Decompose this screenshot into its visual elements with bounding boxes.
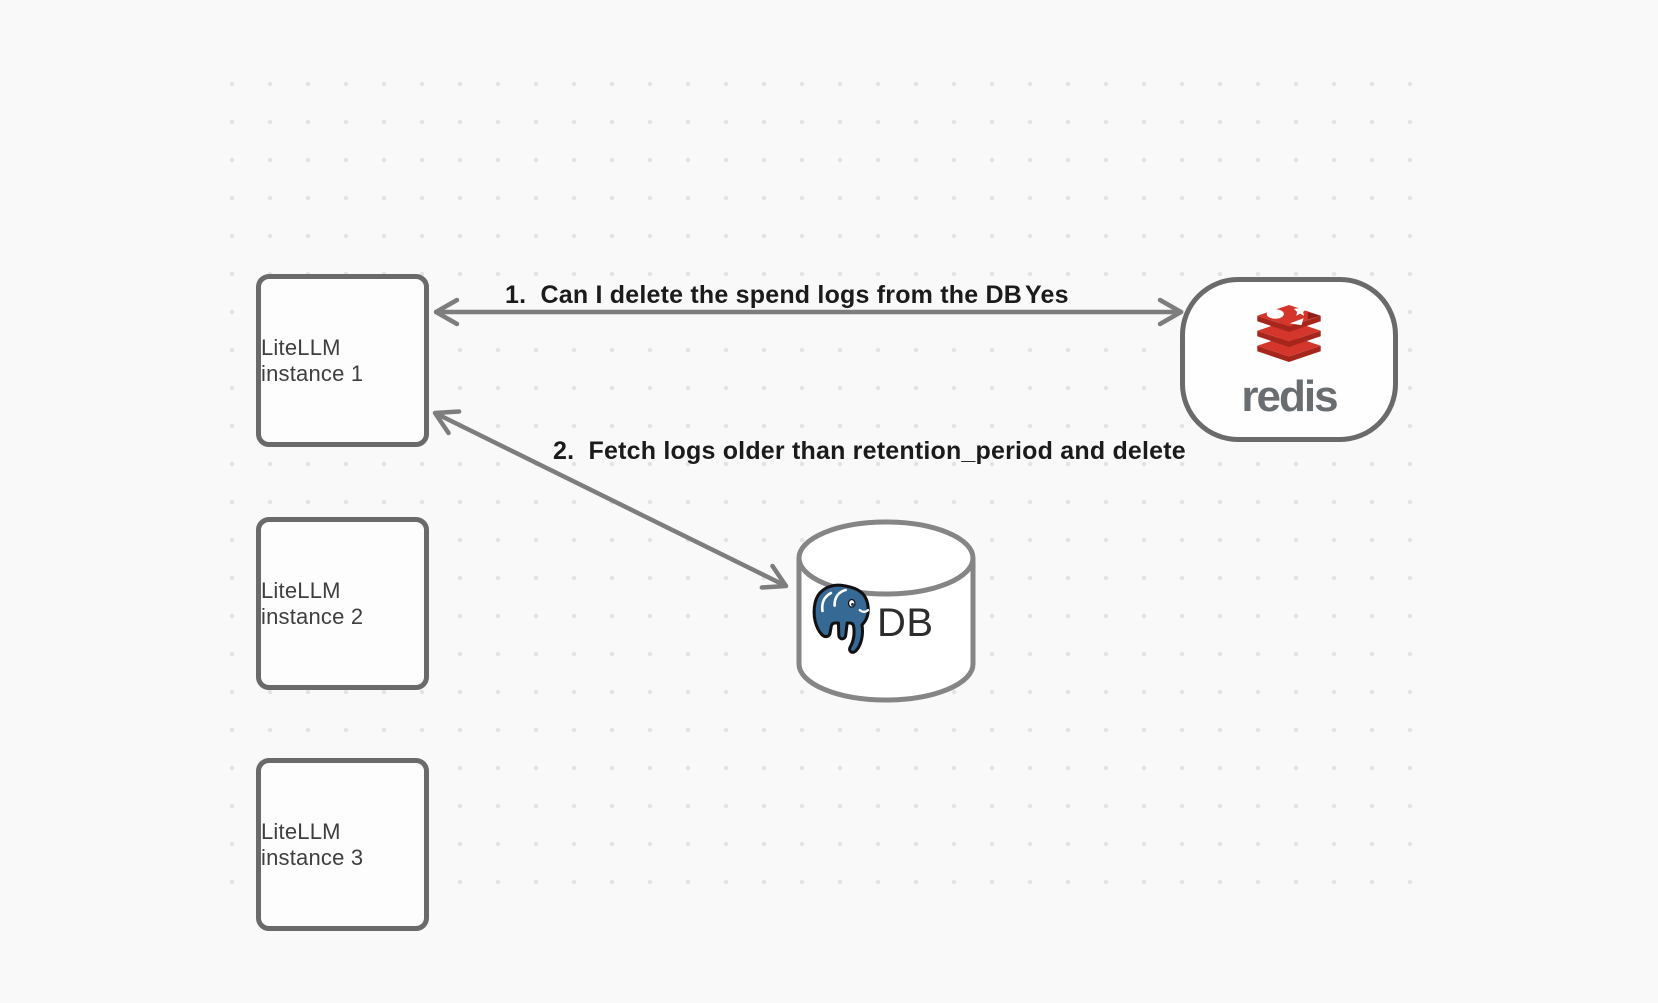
litellm-instance-2-label: LiteLLM instance 2: [261, 577, 364, 629]
arrow-1-label[interactable]: 1. Can I delete the spend logs from the …: [505, 281, 1023, 309]
redis-wordmark: redis: [1241, 372, 1338, 421]
litellm-instance-1-node[interactable]: LiteLLM instance 1: [256, 274, 429, 447]
redis-logo-icon: [1257, 305, 1321, 362]
postgresql-elephant-icon: [812, 583, 870, 654]
litellm-instance-1-label: LiteLLM instance 1: [261, 334, 364, 386]
redis-node[interactable]: redis: [1180, 277, 1398, 442]
litellm-instance-3-label: LiteLLM instance 3: [261, 818, 364, 870]
db-label: DB: [877, 600, 934, 645]
litellm-instance-3-node[interactable]: LiteLLM instance 3: [256, 758, 429, 931]
arrow-2-label[interactable]: 2. Fetch logs older than retention_perio…: [553, 437, 1186, 465]
arrow-1-response-label[interactable]: Yes: [1025, 281, 1069, 309]
arrow-instance1-db[interactable]: [432, 409, 789, 590]
litellm-instance-2-node[interactable]: LiteLLM instance 2: [256, 517, 429, 690]
db-cylinder-node[interactable]: DB: [791, 516, 981, 706]
